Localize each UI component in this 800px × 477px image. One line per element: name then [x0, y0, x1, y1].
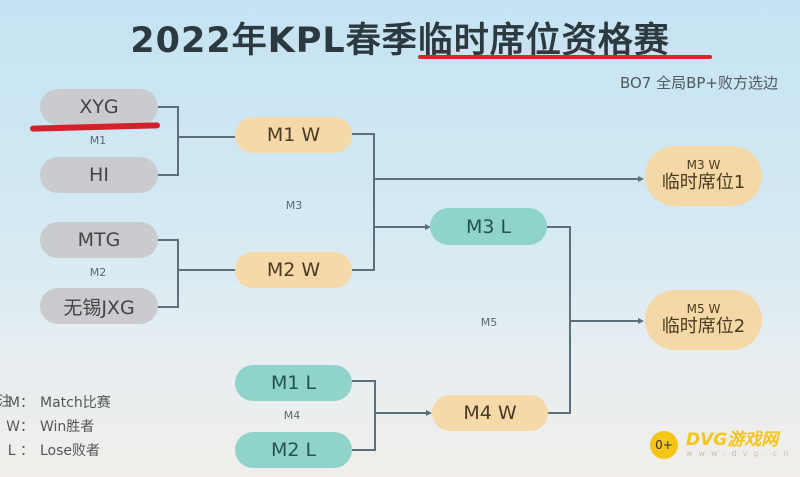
legend-note-label: 注 — [0, 394, 12, 410]
match-label-m2: M2 — [89, 266, 107, 279]
seat-2-source: M5 W — [686, 302, 721, 316]
m4-winner-pill: M4 W — [432, 395, 548, 431]
seat-2-label: 临时席位2 — [661, 316, 746, 337]
seat-1-pill: M3 W 临时席位1 — [645, 146, 762, 206]
legend-value: Win胜者 — [40, 419, 95, 435]
legend-value: Match比赛 — [40, 395, 111, 411]
connector-line — [352, 269, 375, 271]
connector-line — [547, 226, 571, 228]
m3-loser-pill: M3 L — [430, 208, 547, 245]
seat-1-label: 临时席位1 — [661, 172, 746, 193]
watermark-text: DVG游戏网 www.dvg.cn — [686, 431, 794, 459]
connector-line — [177, 136, 235, 138]
watermark-url: www.dvg.cn — [686, 449, 795, 458]
connector-line — [177, 269, 235, 271]
connector-line — [374, 412, 427, 414]
legend-row-lose: L ： Lose败者 — [0, 439, 111, 463]
arrow-right-icon — [638, 318, 644, 324]
format-subtitle: BO7 全局BP+败方选边 — [619, 74, 778, 92]
red-hand-drawn-mark — [29, 122, 161, 132]
legend-row-match: M： Match比赛 — [0, 391, 111, 415]
connector-line — [158, 106, 179, 108]
page-title: 2022年KPL春季临时席位资格赛 — [130, 21, 670, 61]
connector-line — [352, 133, 375, 135]
legend-key: M： — [7, 395, 34, 411]
m2-loser-pill: M2 L — [235, 432, 352, 468]
team-pill-mtg: MTG — [40, 222, 158, 258]
connector-line — [569, 320, 639, 322]
m1-loser-pill: M1 L — [235, 365, 352, 401]
seat-2-pill: M5 W 临时席位2 — [645, 290, 762, 350]
connector-line — [352, 449, 376, 451]
arrow-right-icon — [425, 224, 431, 230]
match-label-m3: M3 — [285, 199, 303, 212]
legend-row-win: W： Win胜者 — [0, 415, 111, 439]
team-pill-wuxi-jxg: 无锡JXG — [40, 288, 158, 324]
arrow-right-icon — [426, 410, 432, 416]
match-label-m4: M4 — [283, 409, 301, 422]
legend-key: W： — [6, 419, 34, 435]
match-label-m1: M1 — [89, 134, 107, 147]
legend-value: Lose败者 — [40, 443, 101, 459]
match-label-m5: M5 — [480, 316, 498, 329]
connector-line — [352, 380, 376, 382]
connector-line — [373, 133, 375, 271]
connector-line — [177, 239, 179, 308]
seat-1-source: M3 W — [686, 158, 721, 172]
connector-line — [158, 306, 179, 308]
connector-line — [373, 178, 639, 180]
connector-line — [158, 174, 179, 176]
team-pill-hi: HI — [40, 157, 158, 193]
connector-line — [374, 380, 376, 451]
connector-line — [158, 239, 179, 241]
connector-line — [373, 226, 426, 228]
watermark-brand: DVG游戏网 — [686, 430, 779, 450]
connector-line — [548, 412, 571, 414]
m2-winner-pill: M2 W — [235, 252, 352, 288]
legend: M： Match比赛 W： Win胜者 L ： Lose败者 — [0, 391, 111, 463]
gamepad-icon: 0+ — [650, 431, 678, 459]
team-pill-xyg: XYG — [40, 89, 158, 125]
m1-winner-pill: M1 W — [235, 117, 352, 153]
title-red-underline — [418, 55, 712, 59]
legend-key: L ： — [7, 443, 34, 459]
arrow-right-icon — [638, 176, 644, 182]
dvg-watermark-logo: 0+ DVG游戏网 www.dvg.cn — [650, 431, 794, 459]
connector-line — [177, 106, 179, 176]
